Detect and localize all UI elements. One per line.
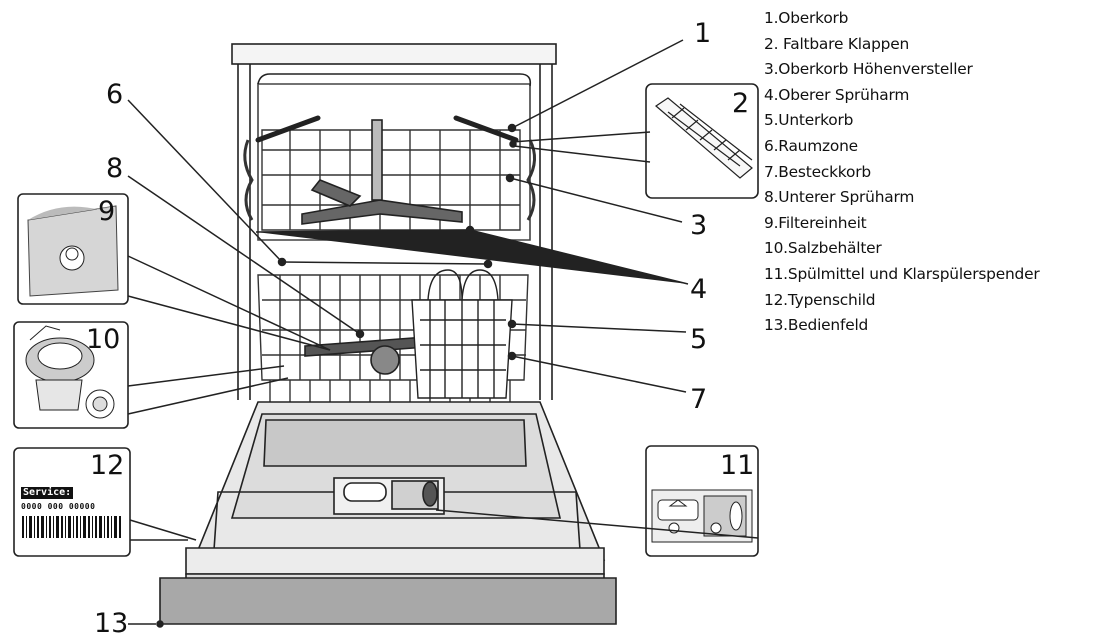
legend-item: 9.Filtereinheit: [764, 213, 867, 232]
legend-item: 1.Oberkorb: [764, 9, 849, 27]
foldable-flaps: [255, 115, 519, 143]
callout-box-10: [13, 321, 129, 429]
legend-item: 11.Spülmittel und Klarspülerspender: [764, 264, 1040, 283]
dishwasher-illustration: [159, 43, 617, 625]
label-1: 1: [694, 18, 711, 49]
legend-item: 3.Oberkorb Höhenversteller: [764, 60, 973, 79]
legend-item: 2. Faltbare Klappen: [764, 34, 910, 53]
barcode: [22, 516, 121, 538]
legend-item: 8.Unterer Sprüharm: [764, 188, 915, 207]
callout-box-11: [645, 445, 759, 557]
callout-box-9: [17, 193, 129, 305]
label-12: 12: [90, 450, 124, 481]
legend-item: 12.Typenschild: [764, 290, 876, 309]
label-3: 3: [690, 210, 707, 241]
legend-item: 7.Besteckkorb: [764, 162, 871, 181]
leader-lines: [127, 39, 759, 628]
legend-list: 1.Oberkorb 2. Faltbare Klappen 3.Oberkor…: [764, 6, 1040, 339]
label-6: 6: [106, 79, 123, 110]
label-8: 8: [106, 153, 123, 184]
door: [185, 401, 606, 575]
legend-item: 6.Raumzone: [764, 136, 858, 155]
service-number: 0000 000 00000: [21, 502, 96, 511]
label-11: 11: [720, 450, 754, 481]
callout-box-2: [645, 83, 759, 199]
label-9: 9: [98, 196, 115, 227]
cutlery-basket: [411, 269, 513, 399]
service-label: Service:: [21, 487, 74, 499]
legend-item: 4.Oberer Sprüharm: [764, 85, 910, 104]
label-10: 10: [86, 324, 120, 355]
legend-item: 13.Bedienfeld: [764, 316, 869, 335]
label-13: 13: [94, 608, 128, 637]
number-labels: 1 2 3 4 5 6 7 8 9 10 11 12 13: [86, 18, 754, 637]
legend-item: 10.Salzbehälter: [764, 239, 882, 258]
label-5: 5: [690, 324, 707, 355]
legend-item: 5.Unterkorb: [764, 111, 854, 130]
control-panel: [159, 573, 617, 625]
upper-spray-arm: [301, 119, 463, 225]
lower-spray-arm: [304, 335, 441, 375]
label-4: 4: [690, 274, 707, 305]
label-2: 2: [732, 88, 749, 119]
label-7: 7: [690, 384, 707, 415]
callout-box-12: [13, 447, 131, 557]
